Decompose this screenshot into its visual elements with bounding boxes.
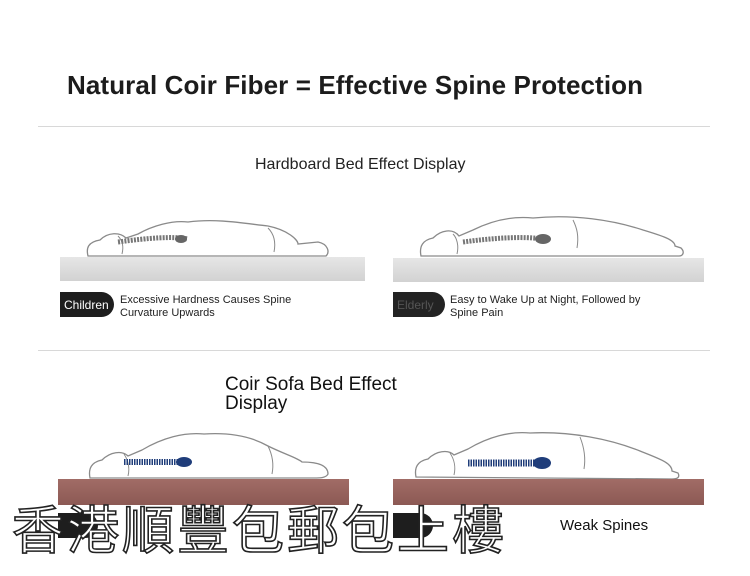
divider-top xyxy=(38,126,710,127)
coir-right-figure xyxy=(414,431,680,480)
coir-right-board xyxy=(393,479,704,505)
hardboard-left-board xyxy=(60,257,365,281)
hardboard-child-figure xyxy=(86,220,329,257)
hardboard-section-title: Hardboard Bed Effect Display xyxy=(255,156,466,173)
page-title: Natural Coir Fiber = Effective Spine Pro… xyxy=(67,70,644,100)
coir-section-title: Coir Sofa Bed Effect Display xyxy=(225,374,397,414)
coir-right-tag xyxy=(393,513,433,538)
watermark-text: 香港順豐包郵包上樓 xyxy=(11,501,508,563)
coir-left-board xyxy=(58,479,349,505)
tag-elderly: Elderly xyxy=(393,292,445,317)
coir-right-caption: Weak Spines xyxy=(560,517,649,534)
hardboard-right-board xyxy=(393,258,704,282)
divider-middle xyxy=(38,350,710,351)
tag-children: Children xyxy=(60,292,114,317)
elderly-description: Easy to Wake Up at Night, Followed by Sp… xyxy=(450,294,641,319)
hardboard-elderly-figure xyxy=(419,216,684,257)
coir-left-figure xyxy=(88,432,329,479)
coir-left-tag xyxy=(58,513,98,538)
children-description: Excessive Hardness Causes Spine Curvatur… xyxy=(120,294,292,319)
